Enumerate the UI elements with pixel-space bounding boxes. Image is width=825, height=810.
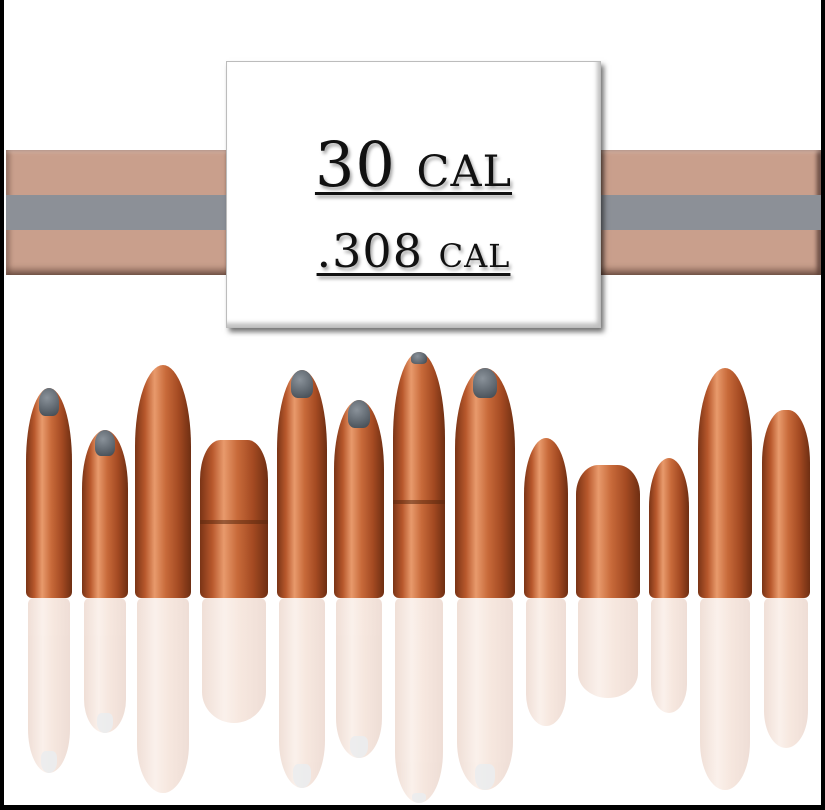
bullet-8-reflection — [457, 598, 513, 790]
bullet-lineup — [4, 340, 821, 805]
bullet-1-reflection — [28, 598, 70, 773]
right-stripe-band — [598, 150, 821, 275]
bullet-10-reflection — [578, 598, 638, 698]
bullet-2-reflection — [84, 598, 126, 733]
caliber-label-card: 30 cal .308 cal — [226, 61, 601, 328]
bullet-5-reflection — [279, 598, 325, 788]
caliber-title: 30 cal — [314, 128, 513, 201]
soft-point-tip — [473, 368, 497, 398]
left-stripe-band — [6, 150, 232, 275]
soft-point-tip — [348, 400, 370, 428]
bullet-5 — [277, 370, 327, 598]
gray-stripe — [598, 195, 821, 230]
bullet-7 — [393, 352, 445, 598]
bullet-13 — [762, 410, 810, 598]
soft-point-tip — [95, 430, 115, 456]
caliber-subtitle: .308 cal — [316, 224, 511, 278]
bullet-9-reflection — [526, 598, 566, 726]
bullet-9 — [524, 438, 568, 598]
bullet-4 — [200, 440, 268, 598]
bullet-12-reflection — [700, 598, 750, 790]
soft-point-tip — [411, 352, 427, 364]
soft-point-tip — [39, 388, 59, 416]
bullet-6 — [334, 400, 384, 598]
bullet-2 — [82, 430, 128, 598]
gray-stripe — [6, 195, 232, 230]
bullet-7-reflection — [395, 598, 443, 803]
bullet-12 — [698, 368, 752, 598]
bullet-10 — [576, 465, 640, 598]
bullet-8 — [455, 368, 515, 598]
bullet-3-reflection — [137, 598, 189, 793]
bullet-11 — [649, 458, 689, 598]
graphic-canvas: 30 cal .308 cal — [4, 0, 821, 805]
bullet-1 — [26, 388, 72, 598]
bullet-11-reflection — [651, 598, 687, 713]
bullet-13-reflection — [764, 598, 808, 748]
bullet-3 — [135, 365, 191, 598]
bullet-6-reflection — [336, 598, 382, 758]
bullet-4-reflection — [202, 598, 266, 723]
soft-point-tip — [291, 370, 313, 398]
